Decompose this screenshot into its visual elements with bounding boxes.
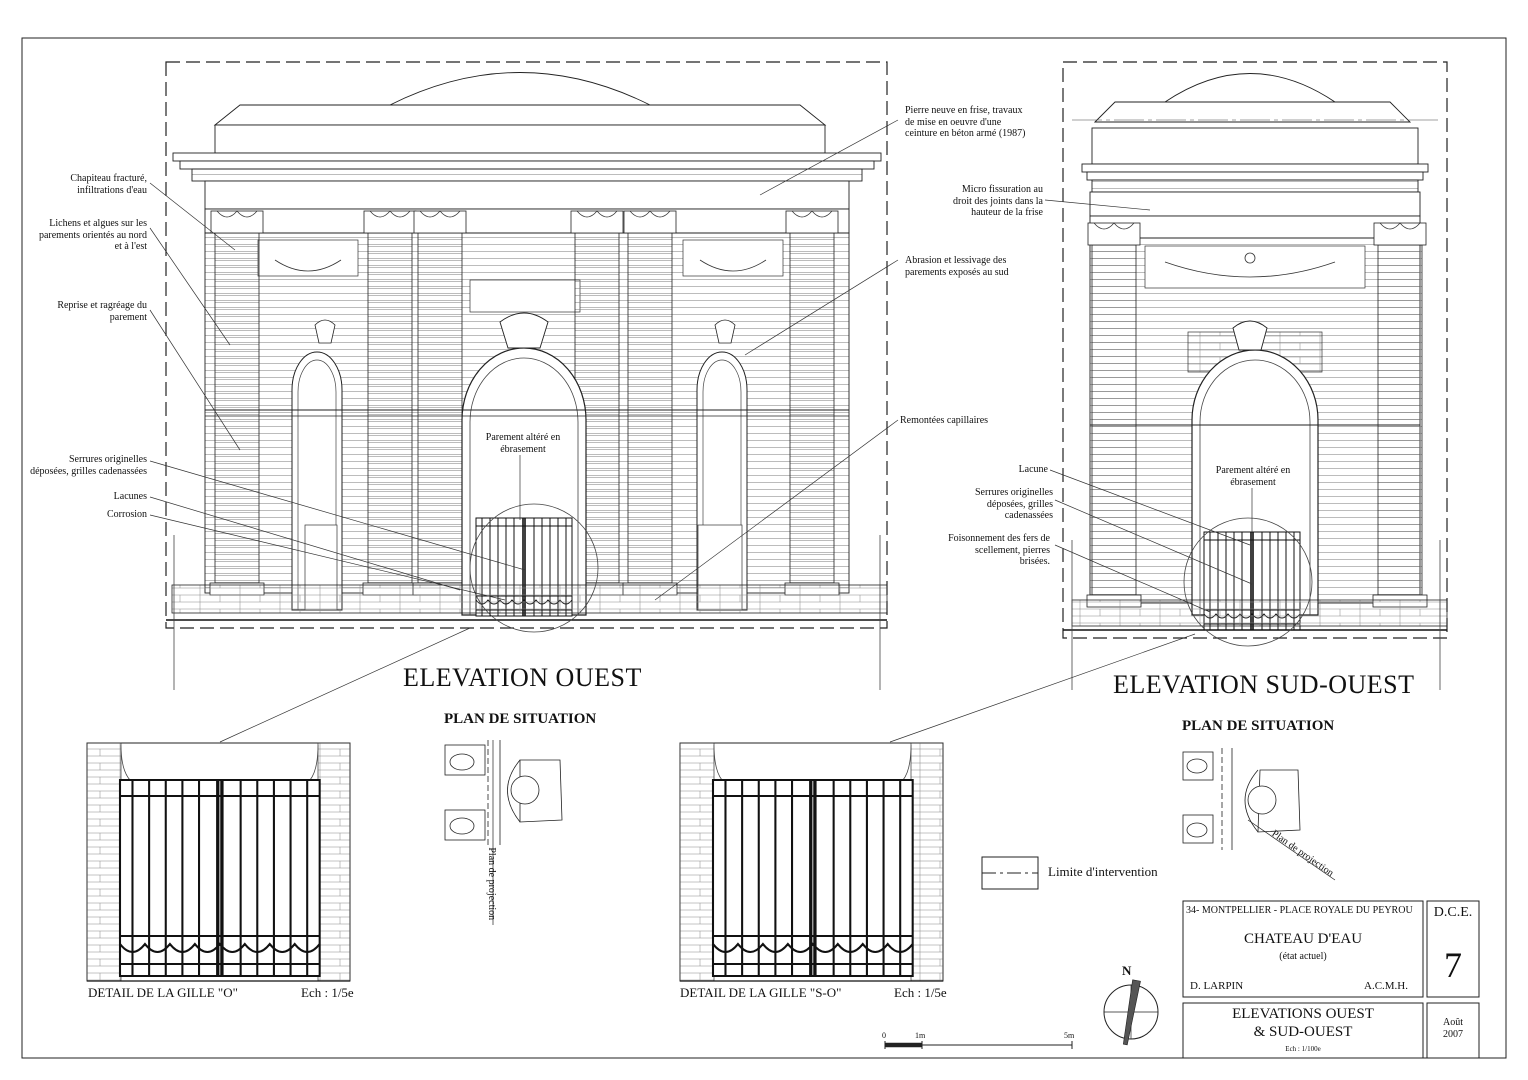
tb-state: (état actuel) — [1279, 951, 1327, 962]
sheet-border — [21, 37, 1507, 1059]
note-lichens: Lichens et algues sur les parements orie… — [38, 218, 147, 252]
title-elevation-ouest: ELEVATION OUEST — [403, 663, 642, 692]
tb-building: CHATEAU D'EAU — [1243, 931, 1363, 947]
tb-scale: Ech : 1/100e — [1285, 1045, 1321, 1053]
tb-sheet-number: 7 — [1444, 945, 1462, 985]
detail-o-caption: DETAIL DE LA GILLE "O" — [88, 985, 238, 1000]
note-remontees: Remontées capillaires — [900, 415, 989, 426]
tb-location: 34- MONTPELLIER - PLACE ROYALE DU PEYROU — [1186, 905, 1413, 916]
note-pierre-neuve: Pierre neuve en frise, travaux de mise e… — [905, 105, 1026, 139]
note-reprise: Reprise et ragréage du parement — [57, 300, 147, 323]
detail-so-caption: DETAIL DE LA GILLE "S-O" — [680, 985, 842, 1000]
site-plan-1-projection: Plan de projection — [486, 847, 498, 921]
detail-o-scale: Ech : 1/5e — [301, 985, 354, 1000]
scale-tick-1m: 1m — [915, 1031, 926, 1040]
note-serrures: Serrures originelles déposées, grilles c… — [30, 454, 147, 477]
north-arrow-icon — [1103, 979, 1159, 1046]
scale-bar — [884, 1041, 1073, 1049]
note-foisonnement: Foisonnement des fers de scellement, pie… — [948, 533, 1050, 567]
southwest-elevation-drawing — [1062, 61, 1448, 690]
note-abrasion: Abrasion et lessivage des parements expo… — [905, 255, 1009, 278]
note-parement-west: Parement altéré en ébrasement — [484, 432, 562, 455]
site-plan-1-title: PLAN DE SITUATION — [444, 711, 597, 727]
tb-date-month: Août — [1443, 1017, 1463, 1028]
legend-label: Limite d'intervention — [1048, 864, 1158, 879]
note-chapiteau: Chapiteau fracturé, infiltrations d'eau — [70, 173, 147, 196]
detail-gate-o-drawing — [86, 742, 351, 982]
detail-so-scale: Ech : 1/5e — [894, 985, 947, 1000]
title-elevation-sud-ouest: ELEVATION SUD-OUEST — [1113, 670, 1415, 699]
detail-gate-so-drawing — [679, 742, 944, 982]
scale-tick-5m: 5m — [1064, 1031, 1075, 1040]
site-plan-2-title: PLAN DE SITUATION — [1182, 718, 1335, 734]
site-plan-2-drawing — [1182, 748, 1336, 881]
note-micro-fissuration: Micro fissuration au droit des joints da… — [953, 184, 1043, 218]
tb-date-year: 2007 — [1443, 1029, 1463, 1040]
scale-tick-0: 0 — [882, 1031, 886, 1040]
note-lacune-sw: Lacune — [1018, 464, 1048, 475]
note-serrures-sw: Serrures originelles déposées, grilles c… — [974, 487, 1053, 521]
tb-author: D. LARPIN — [1190, 980, 1244, 992]
tb-role: A.C.M.H. — [1364, 980, 1409, 992]
tb-sheet-title-2: & SUD-OUEST — [1253, 1024, 1353, 1040]
tb-sheet-title-1: ELEVATIONS OUEST — [1232, 1006, 1374, 1022]
tb-phase: D.C.E. — [1433, 905, 1473, 920]
title-block — [1182, 900, 1480, 1059]
site-plan-1-drawing — [444, 740, 563, 925]
north-label: N — [1122, 963, 1132, 978]
note-corrosion: Corrosion — [107, 509, 147, 520]
note-lacunes: Lacunes — [113, 491, 147, 502]
note-parement-sw: Parement altéré en ébrasement — [1214, 465, 1292, 488]
annotation-leaders — [149, 119, 1253, 743]
west-elevation-drawing — [165, 61, 888, 690]
